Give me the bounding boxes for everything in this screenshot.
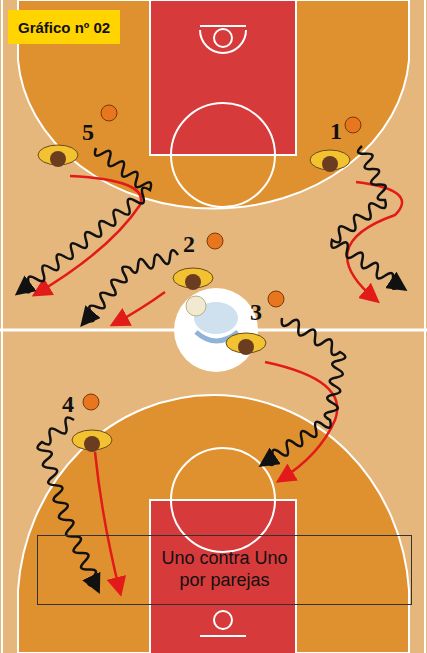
club-logo — [174, 288, 258, 372]
dribble-path — [38, 417, 98, 589]
note-text: Uno contra Uno por parejas — [155, 548, 295, 591]
callout-number: 4 — [62, 392, 74, 416]
dribble-path — [263, 318, 346, 465]
title-text: Gráfico nº 02 — [18, 19, 110, 36]
callout-number: 2 — [183, 232, 195, 256]
player-icon — [38, 145, 350, 452]
dribble-path — [19, 146, 404, 590]
run-arrow — [36, 176, 402, 592]
callout-number: 1 — [330, 119, 342, 143]
dribble-path — [331, 146, 403, 289]
dribble-path — [83, 250, 178, 323]
callout-number: 5 — [82, 120, 94, 144]
title-badge: Gráfico nº 02 — [8, 10, 120, 44]
callout-number: 3 — [250, 300, 262, 324]
note-box: Uno contra Uno por parejas — [37, 535, 412, 605]
ball — [83, 105, 361, 410]
